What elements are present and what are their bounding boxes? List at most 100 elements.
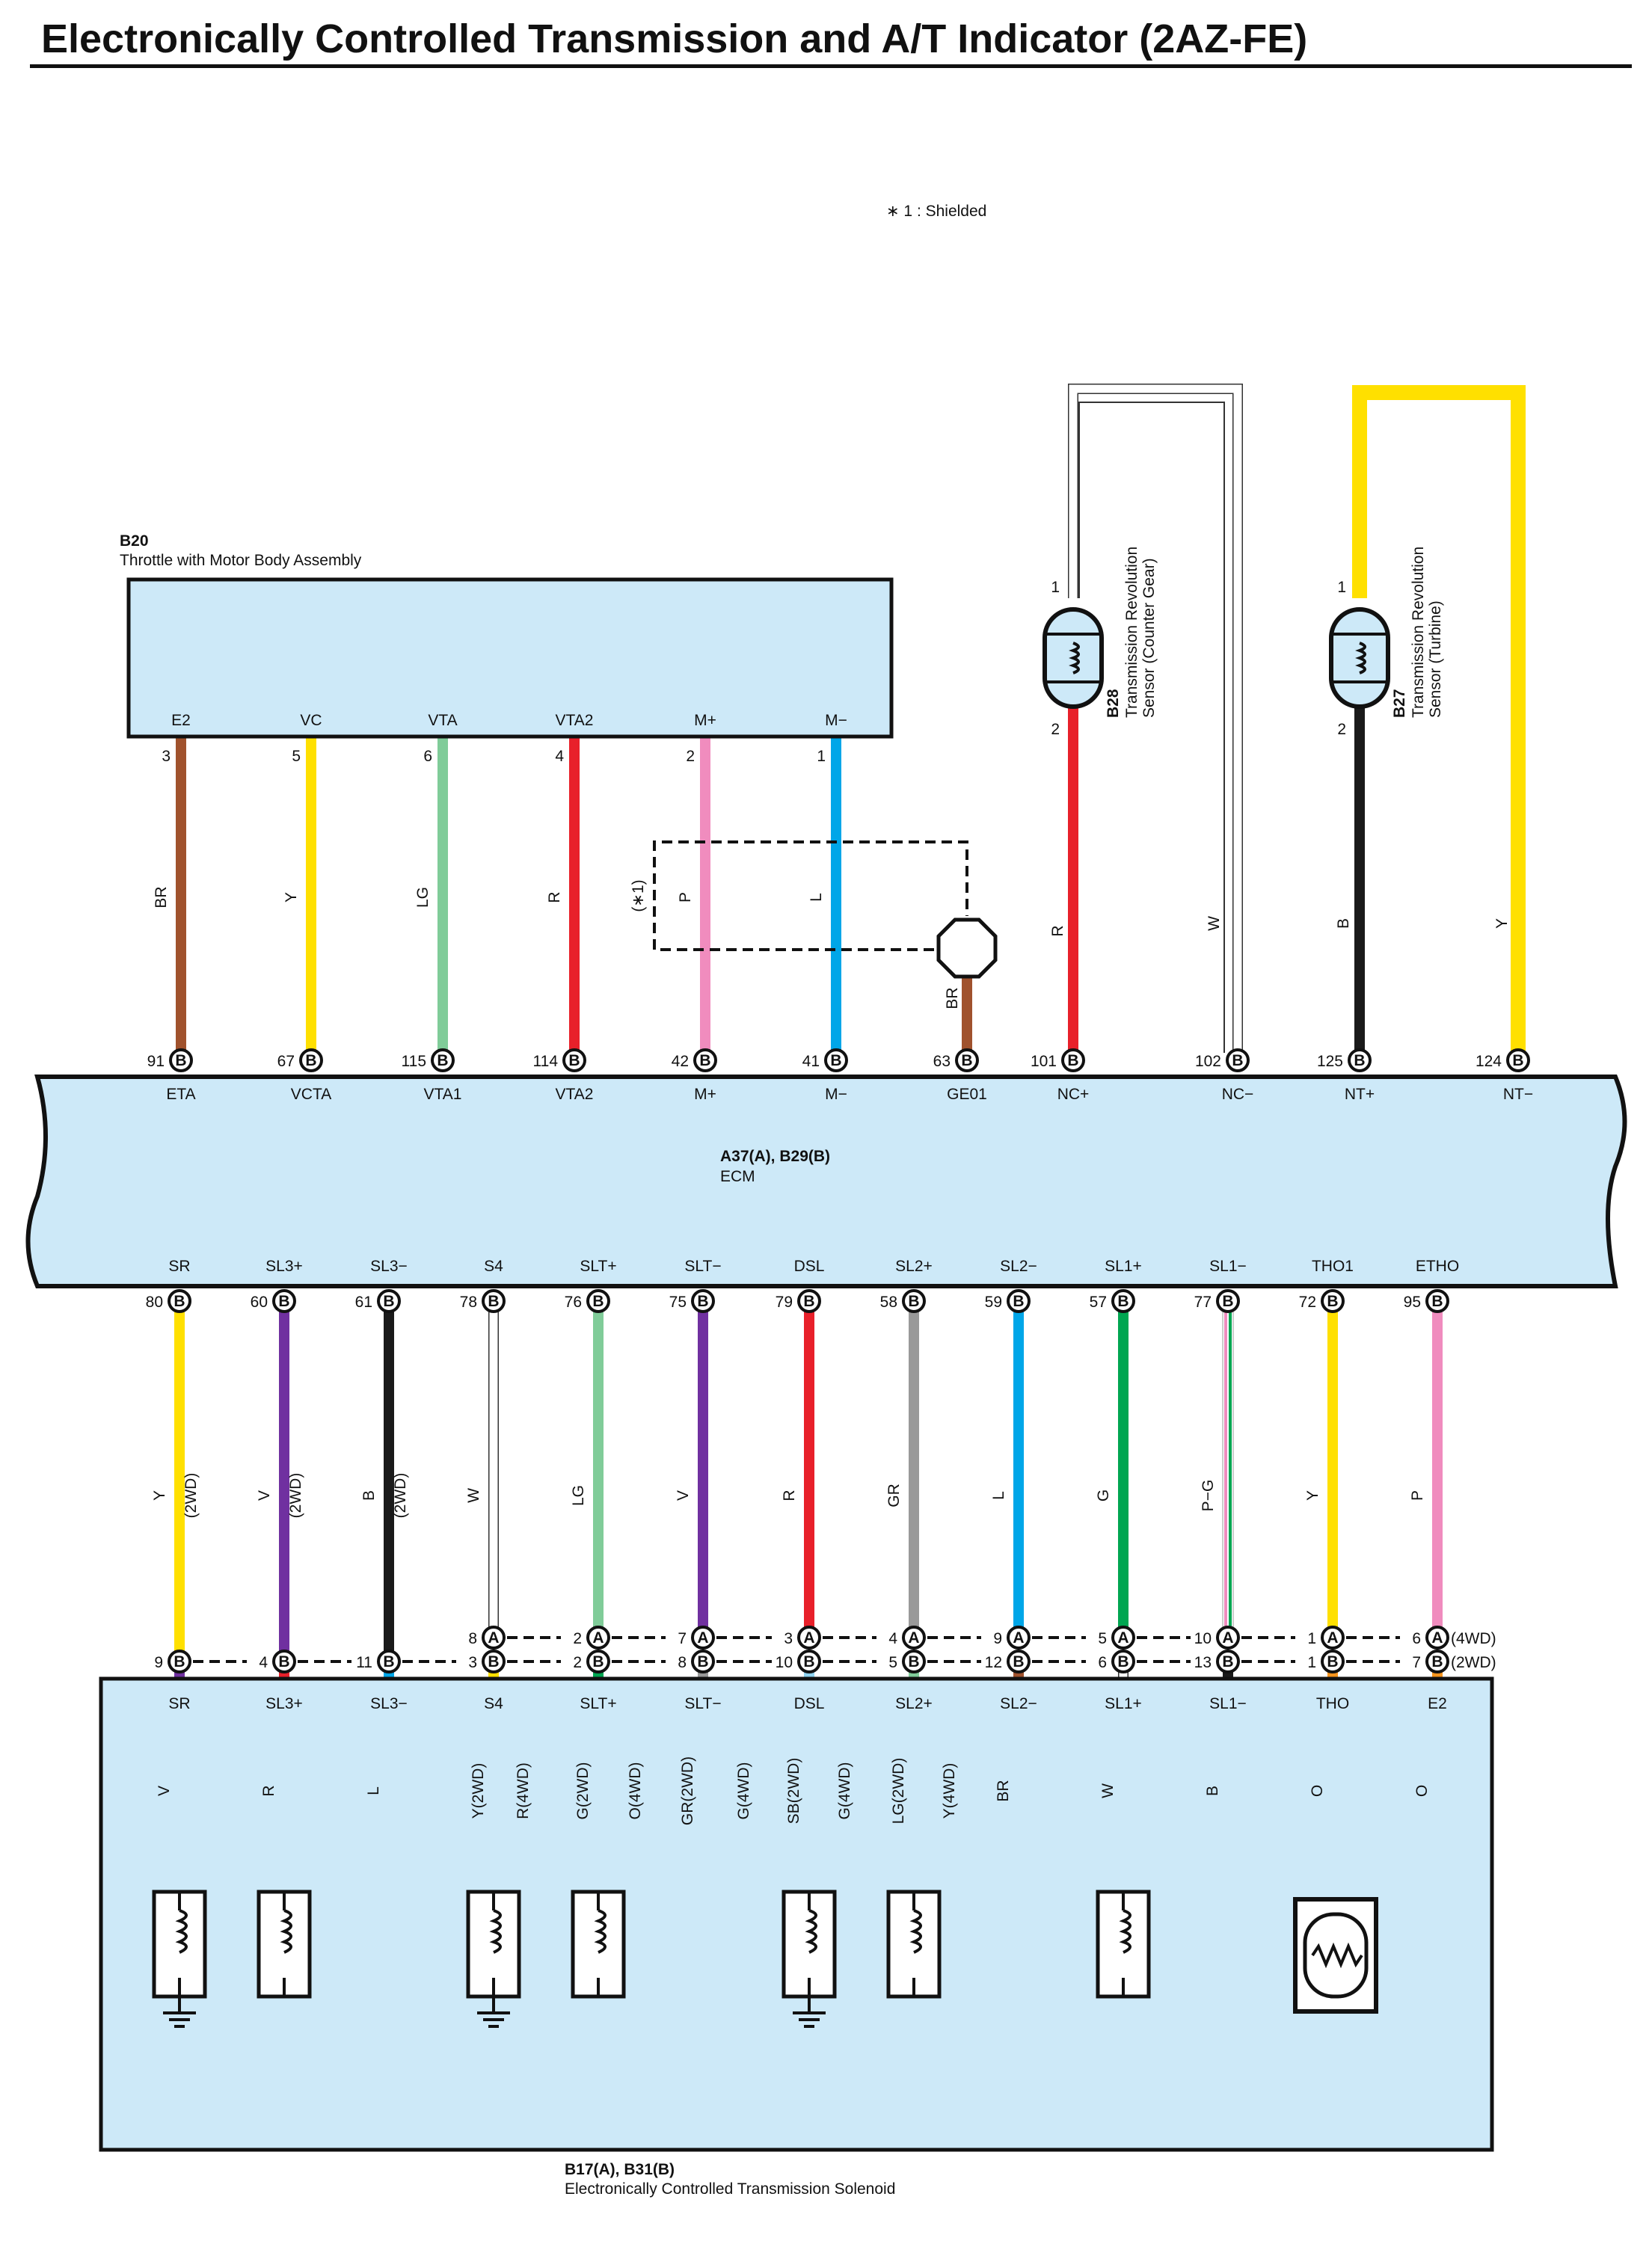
- ecm-top-terminal-name: NT−: [1503, 1086, 1533, 1103]
- ecm-bottom-connector: [377, 1289, 401, 1313]
- row-b-pin-number: 9: [154, 1654, 163, 1671]
- solenoid-terminal-name: SR: [168, 1695, 190, 1712]
- wire-color-label: B: [360, 1490, 378, 1501]
- wire-color-label: W: [465, 1488, 482, 1503]
- connector-letter: B: [1431, 1653, 1443, 1670]
- wire-color-label: P: [677, 892, 694, 903]
- ecm-bottom-terminal-name: SL2−: [1000, 1258, 1037, 1275]
- connector-letter: B: [592, 1653, 604, 1670]
- ecm-top-connector: [1348, 1048, 1372, 1072]
- solenoid-terminal-name: SL2+: [895, 1695, 933, 1712]
- row-b-connector: [797, 1650, 821, 1673]
- solenoid-terminal-name: SL1+: [1105, 1695, 1142, 1712]
- connector-letter: B: [803, 1293, 814, 1310]
- connector-letter: B: [699, 1052, 710, 1069]
- ecm-top-connector: [431, 1048, 455, 1072]
- connector-letter: B: [697, 1293, 708, 1310]
- connector-letter: B: [437, 1052, 448, 1069]
- ecm-bottom-connector: [168, 1289, 191, 1313]
- ecm-bottom-pin-number: 58: [880, 1294, 897, 1311]
- ecm-bottom-pin-number: 59: [985, 1294, 1002, 1311]
- solenoid-wire-label: SB(2WD): [785, 1758, 802, 1825]
- solenoid-wire-label: O(4WD): [627, 1762, 644, 1820]
- wire-color-label: Y: [283, 892, 300, 903]
- ecm-bottom-pin-number: 95: [1404, 1294, 1421, 1311]
- solenoid-terminal-name: SLT+: [580, 1695, 616, 1712]
- ecm-top-terminal-name: ETA: [166, 1086, 195, 1103]
- row-a-pin-number: 10: [1194, 1630, 1212, 1647]
- row-b-connector: [902, 1650, 926, 1673]
- wire-color-label: G: [1095, 1490, 1112, 1501]
- page-title: Electronically Controlled Transmission a…: [41, 16, 1307, 61]
- row-a-pin-number: 4: [888, 1630, 897, 1647]
- solenoid-code: B17(A), B31(B): [565, 2161, 675, 2178]
- throttle-pin-number: 6: [423, 748, 432, 765]
- ecm-bottom-terminal-name: S4: [484, 1258, 503, 1275]
- solenoid-terminal-name: SL2−: [1000, 1695, 1037, 1712]
- row-a-pin-number: 2: [573, 1630, 582, 1647]
- component-boxes: [25, 577, 1627, 2152]
- connector-letter: A: [488, 1629, 499, 1647]
- ecm-bottom-pin-number: 75: [669, 1294, 687, 1311]
- sensor-code: B28: [1105, 689, 1122, 718]
- connector-letter: B: [174, 1293, 185, 1310]
- wire-2wd-label: (2WD): [182, 1473, 200, 1519]
- ecm-top-connector: [693, 1048, 717, 1072]
- ecm-top-terminal-name: NC+: [1057, 1086, 1090, 1103]
- connector-letter: B: [803, 1653, 814, 1670]
- ecm-bottom-pin-number: 80: [146, 1294, 163, 1311]
- ecm-bottom-connector: [1321, 1289, 1345, 1313]
- nc-shield-wire: [1068, 384, 1243, 1053]
- connector-letter: B: [383, 1293, 394, 1310]
- connector-letter: B: [1512, 1052, 1523, 1069]
- connector-letter: B: [1117, 1293, 1129, 1310]
- sensor-coil: [1069, 642, 1080, 674]
- connector-letter: A: [1222, 1629, 1233, 1647]
- connector-letter: B: [1431, 1293, 1443, 1310]
- sensor-name-1: Transmission Revolution: [1123, 547, 1140, 718]
- ecm-bottom-connector: [691, 1289, 715, 1313]
- solenoid-terminal-name: SL3+: [265, 1695, 303, 1712]
- ecm-bottom-connector: [272, 1289, 296, 1313]
- ecm-bottom-connector: [797, 1289, 821, 1313]
- ecm-top-connector: [955, 1048, 979, 1072]
- sensor-bands: [1331, 633, 1388, 683]
- row-a-label: (4WD): [1451, 1630, 1496, 1647]
- sensor-name-1: Transmission Revolution: [1410, 547, 1427, 718]
- row-b-connector: [586, 1650, 610, 1673]
- solenoid-wire-label: Y(4WD): [941, 1763, 958, 1819]
- ecm-top-connector: [824, 1048, 848, 1072]
- row-b-pin-number: 6: [1098, 1654, 1107, 1671]
- ground-symbol: [163, 1996, 196, 2028]
- throttle-pin-name: VTA: [428, 712, 457, 729]
- connector-letter: B: [383, 1653, 394, 1670]
- row-b-pin-number: 8: [678, 1654, 687, 1671]
- ecm-bottom-pin-number: 78: [460, 1294, 477, 1311]
- sensor-pin-1: 1: [1337, 579, 1346, 596]
- connector-letter: A: [803, 1629, 814, 1647]
- ecm-bottom-pin-number: 57: [1090, 1294, 1107, 1311]
- row-a-pin-number: 3: [784, 1630, 793, 1647]
- connector-letter: B: [908, 1293, 919, 1310]
- throttle-pin-name: M+: [694, 712, 716, 729]
- solenoid-terminal-name: SLT−: [684, 1695, 721, 1712]
- row-a-connector: [902, 1626, 926, 1650]
- throttle-pin-name: VTA2: [556, 712, 594, 729]
- connector-letter: B: [1327, 1653, 1338, 1670]
- wire-color-label: L: [808, 893, 825, 902]
- throttle-pin-number: 3: [162, 748, 171, 765]
- ecm-top-pin-number: 91: [147, 1053, 165, 1070]
- row-a-pin-number: 7: [678, 1630, 687, 1647]
- wire-color-label: LG: [570, 1485, 587, 1506]
- ecm-bottom-pin-number: 79: [776, 1294, 793, 1311]
- connector-letter: B: [1232, 1052, 1243, 1069]
- row-b-connector: [1216, 1650, 1240, 1673]
- row-b-pin-number: 11: [356, 1654, 372, 1671]
- ecm-top-pin-number: 124: [1476, 1053, 1502, 1070]
- ecm-bottom-terminal-name: DSL: [794, 1258, 825, 1275]
- connector-letter: B: [830, 1052, 841, 1069]
- shield-outline: [653, 840, 968, 951]
- row-b-connector: [168, 1650, 191, 1673]
- ecm-bottom-pin-number: 61: [355, 1294, 372, 1311]
